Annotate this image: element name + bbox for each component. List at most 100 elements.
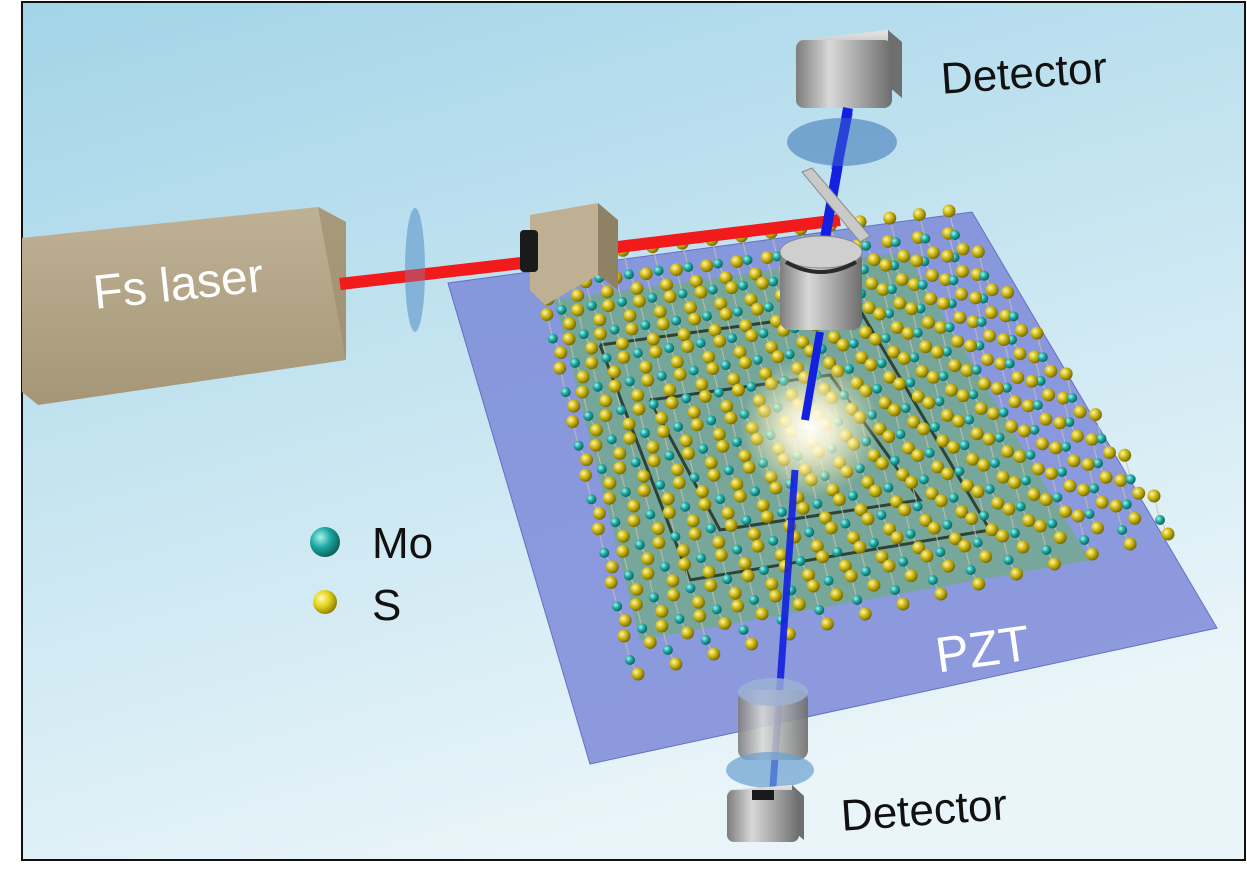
- mo-atom: [880, 333, 891, 344]
- s-atom: [567, 399, 581, 413]
- s-atom: [629, 597, 643, 611]
- s-atom: [751, 539, 765, 553]
- s-atom: [745, 637, 759, 651]
- s-atom: [686, 514, 700, 528]
- s-atom: [576, 370, 590, 384]
- mo-atom: [852, 595, 863, 605]
- mo-atom: [772, 251, 783, 262]
- s-atom: [971, 245, 985, 259]
- s-atom: [676, 544, 690, 558]
- s-atom: [986, 406, 1000, 420]
- mo-atom: [950, 230, 960, 240]
- mo-atom: [912, 501, 923, 512]
- s-atom: [994, 357, 1008, 371]
- s-atom: [655, 619, 669, 633]
- s-atom: [911, 389, 925, 403]
- mo-atom: [1096, 433, 1107, 444]
- s-atom: [861, 475, 875, 489]
- mo-atom: [886, 284, 897, 295]
- s-atom: [632, 402, 646, 416]
- s-atom: [1085, 432, 1099, 446]
- s-atom: [810, 539, 824, 553]
- mo-atom: [578, 329, 589, 340]
- s-atom-icon: [313, 590, 337, 614]
- s-atom: [613, 461, 627, 475]
- s-atom: [917, 422, 931, 436]
- s-atom: [939, 272, 953, 286]
- mo-atom: [737, 280, 748, 291]
- s-atom: [934, 320, 948, 334]
- s-atom: [896, 597, 910, 611]
- mo-atom: [634, 539, 645, 550]
- mo-atom: [954, 466, 965, 477]
- s-atom: [883, 211, 897, 225]
- s-atom: [1053, 530, 1067, 544]
- s-atom: [679, 434, 693, 448]
- mo-atom: [688, 365, 699, 376]
- s-atom: [977, 458, 991, 472]
- s-atom: [727, 372, 741, 386]
- s-atom: [1017, 424, 1031, 438]
- s-atom: [623, 431, 637, 445]
- mo-atom: [934, 396, 945, 407]
- signal-beam-focus: [801, 331, 824, 421]
- s-atom: [796, 501, 810, 515]
- s-atom: [660, 278, 674, 292]
- s-atom: [1035, 437, 1049, 451]
- mo-atom: [872, 383, 883, 394]
- mo-atom: [1015, 501, 1026, 512]
- s-atom: [958, 539, 972, 553]
- mo-atom: [832, 546, 843, 557]
- s-atom: [694, 285, 708, 299]
- s-atom: [677, 328, 691, 342]
- s-atom: [739, 319, 753, 333]
- mo-atom: [707, 284, 718, 295]
- mo-atom: [662, 645, 673, 655]
- legend-mo-label: Mo: [372, 519, 433, 568]
- s-atom: [1114, 473, 1128, 487]
- mo-atom: [624, 376, 635, 387]
- s-atom: [678, 557, 692, 571]
- s-atom: [1081, 457, 1095, 471]
- mo-atom: [706, 415, 717, 426]
- s-atom: [873, 307, 887, 321]
- s-atom: [882, 430, 896, 444]
- s-atom: [922, 396, 936, 410]
- mo-atom: [701, 311, 712, 322]
- s-atom: [971, 485, 985, 499]
- s-atom: [724, 518, 738, 532]
- s-atom: [1147, 489, 1161, 503]
- mo-atom: [727, 333, 738, 344]
- s-atom: [983, 329, 997, 343]
- mo-atom: [1047, 518, 1058, 529]
- s-atom: [643, 635, 657, 649]
- s-atom: [575, 385, 589, 399]
- s-atom: [1015, 323, 1029, 337]
- s-atom: [985, 283, 999, 297]
- s-atom: [1033, 519, 1047, 533]
- mo-atom: [989, 458, 1000, 469]
- s-atom: [593, 327, 607, 341]
- s-atom: [593, 313, 607, 327]
- s-atom: [1025, 374, 1039, 388]
- s-atom: [663, 290, 677, 304]
- s-atom: [889, 495, 903, 509]
- s-atom: [1008, 395, 1022, 409]
- s-atom: [965, 512, 979, 526]
- mo-atom: [909, 352, 920, 363]
- s-atom: [706, 362, 720, 376]
- s-atom: [1090, 521, 1104, 535]
- mo-atom: [976, 316, 987, 327]
- s-atom: [585, 341, 599, 355]
- s-atom: [1002, 502, 1016, 516]
- s-atom: [1132, 486, 1146, 500]
- s-atom: [731, 599, 745, 613]
- s-atom: [617, 629, 631, 643]
- mo-atom: [1029, 424, 1040, 435]
- s-atom: [1070, 429, 1084, 443]
- s-atom: [1076, 483, 1090, 497]
- s-atom: [616, 544, 630, 558]
- s-atom: [905, 302, 919, 316]
- s-atom: [607, 365, 621, 379]
- mo-atom: [840, 518, 851, 529]
